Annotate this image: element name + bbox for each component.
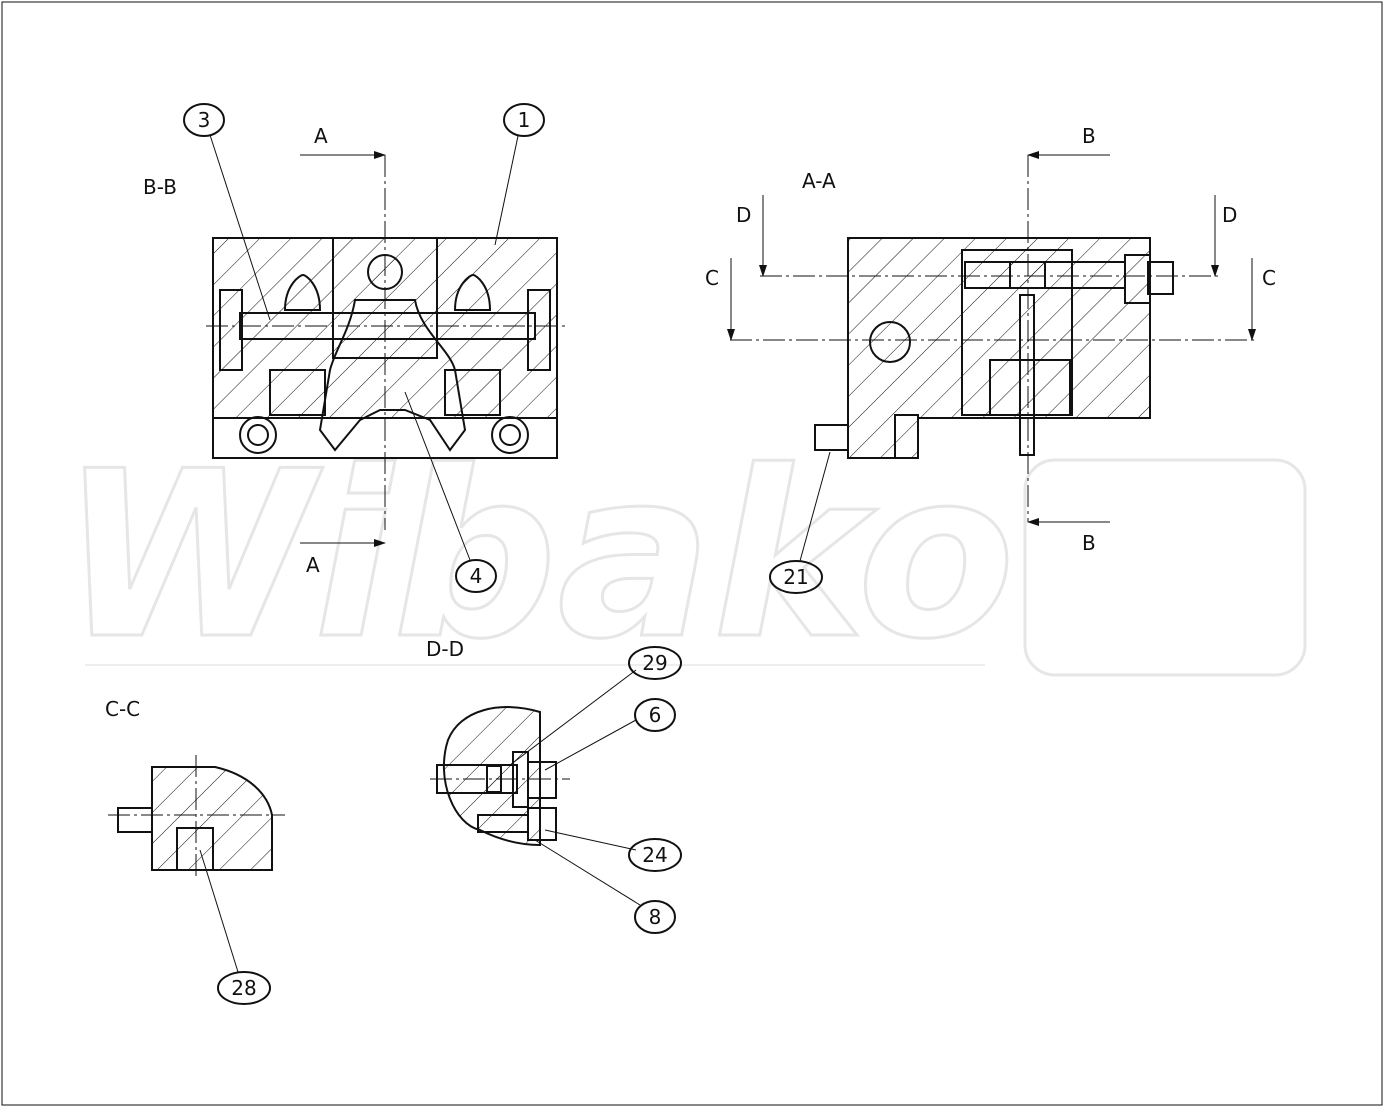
section-view-cc: C-C [105,697,285,880]
balloon-28: 28 [217,971,271,1005]
balloon-6: 6 [634,698,676,732]
svg-text:Wibako: Wibako [60,423,1015,690]
section-view-aa: A-A B B D D C C [705,124,1276,555]
svg-text:8: 8 [649,905,662,929]
balloon-24: 24 [628,838,682,872]
svg-text:6: 6 [649,703,662,727]
section-marker-b-bottom: B [1082,531,1096,555]
svg-text:28: 28 [231,976,256,1000]
svg-text:29: 29 [642,651,667,675]
balloon-3: 3 [183,103,225,137]
balloon-4: 4 [455,559,497,593]
view-title-cc: C-C [105,697,140,721]
svg-text:24: 24 [642,843,667,867]
view-title-dd: D-D [426,637,464,661]
section-marker-a-bottom: A [306,553,320,577]
section-view-bb: B-B A A [143,124,566,577]
svg-text:21: 21 [783,565,808,589]
section-marker-a-top: A [314,124,328,148]
watermark-logo: Wibako [59,422,1307,692]
view-title-bb: B-B [143,175,177,199]
part-balloons: 3 1 4 21 29 6 24 8 28 [183,103,831,1005]
balloon-21: 21 [769,560,823,594]
balloon-1: 1 [503,103,545,137]
section-marker-d-left: D [736,203,751,227]
balloon-8: 8 [634,900,676,934]
section-marker-b-top: B [1082,124,1096,148]
svg-text:1: 1 [518,108,531,132]
svg-text:3: 3 [198,108,211,132]
balloon-29: 29 [628,646,682,680]
svg-text:4: 4 [470,564,483,588]
section-view-dd: D-D [426,637,570,847]
section-marker-d-right: D [1222,203,1237,227]
section-marker-c-left: C [705,266,719,290]
view-title-aa: A-A [802,169,836,193]
section-marker-c-right: C [1262,266,1276,290]
